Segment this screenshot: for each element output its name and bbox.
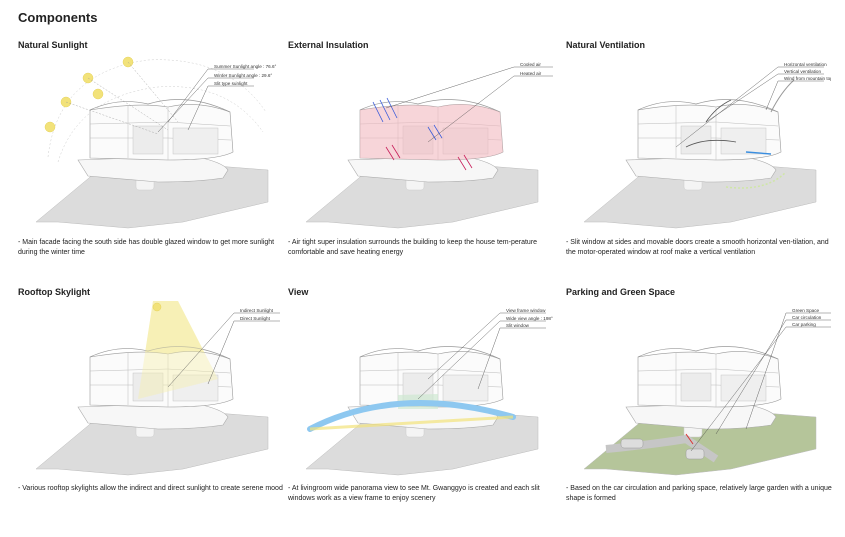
panel-title: Parking and Green Space (566, 287, 676, 297)
interior-room (720, 374, 767, 402)
panel-description: - Air tight super insulation surrounds t… (288, 239, 538, 256)
panel-description: - At livingroom wide panorama view to se… (288, 485, 540, 502)
roof-line (89, 99, 231, 113)
leader-line (207, 320, 235, 385)
leader-line (385, 66, 515, 109)
annotation-label: Slit window (506, 323, 530, 328)
mountain-wind-arrow (770, 79, 795, 113)
sun-arc (57, 86, 264, 163)
interior-room (132, 125, 164, 155)
leader-line (167, 312, 235, 388)
leader-line (765, 80, 779, 111)
sun-icon (152, 302, 162, 312)
ventilation-arrow (705, 99, 732, 123)
annotation-label: Winter Sunlight angle : 29.6° (214, 73, 272, 78)
roof-line (637, 99, 779, 113)
ventilation-arrow (685, 139, 737, 148)
sun-icon (44, 121, 56, 133)
roof-line (637, 346, 779, 360)
car-icon (685, 448, 705, 460)
panel-title: Natural Ventilation (566, 40, 646, 50)
facade-lines (359, 352, 502, 407)
panel-description: - Main facade facing the south side has … (18, 239, 275, 256)
annotation-label: Summer Sunlight angle : 76.6° (214, 64, 277, 69)
interior-room (172, 127, 219, 155)
annotation-label: Wind from mountain top (784, 76, 831, 81)
lower-slab (347, 155, 499, 183)
interior-room (172, 374, 219, 402)
interior-room (132, 372, 164, 402)
interior-room (442, 374, 489, 402)
annotation-label: Slit type sunlight (214, 81, 248, 86)
interior-room (680, 125, 712, 155)
roof-line (359, 346, 501, 360)
annotation-label: Vertical ventilation (784, 69, 821, 74)
leader-line (427, 312, 501, 380)
annotation-label: Indirect Sunlight (240, 308, 274, 313)
leader-line (427, 75, 515, 143)
panel-natural-sunlight: Natural Sunlight Summer Sunlight angle :… (18, 40, 288, 290)
annotation-label: Direct Sunlight (240, 316, 271, 321)
wind-arrow (745, 151, 772, 155)
natural-sunlight-diagram: Summer Sunlight angle : 76.6° Winter Sunl… (35, 56, 277, 229)
skylight-beam-overlay (138, 301, 218, 399)
interior-room (680, 372, 712, 402)
roof-line (89, 346, 231, 360)
panorama-view-arc (307, 400, 516, 432)
leader-line (167, 68, 209, 123)
annotation-label: Horizontal ventilation (784, 62, 827, 67)
cooled-air-arrows (427, 124, 443, 141)
leader-line (715, 319, 787, 435)
leader-line (690, 326, 787, 452)
leader-line (745, 312, 787, 430)
panel-description: - Slit window at sides and movable doors… (566, 239, 829, 256)
annotation-label: Car circulation (792, 315, 822, 320)
panel-title: View (288, 287, 309, 297)
lower-slab (77, 402, 229, 430)
lower-slab (625, 155, 777, 183)
heated-air-arrows (385, 144, 473, 171)
leader-line (477, 327, 501, 390)
leader-line (705, 73, 779, 123)
facade-lines (89, 352, 232, 407)
leader-line (157, 77, 209, 133)
panel-title: Rooftop Skylight (18, 287, 90, 297)
driveway (605, 434, 719, 463)
facade-lines (637, 352, 780, 407)
lower-slab (625, 402, 777, 430)
leader-line (187, 85, 209, 131)
panel-title: Natural Sunlight (18, 40, 88, 50)
annotation-label: Green Space (792, 308, 820, 313)
leader-line (417, 320, 501, 400)
lower-slab (77, 155, 229, 183)
panel-description: - Based on the car circulation and parki… (566, 485, 832, 502)
sun-icon (92, 88, 104, 100)
page-title: Components (18, 10, 98, 25)
car-circulation-arrow (685, 433, 694, 445)
leader-line (675, 66, 779, 148)
view-angle-fan (309, 415, 514, 431)
annotation-label: Cooled air (520, 62, 541, 67)
car-icon (620, 438, 644, 449)
sun-rays (65, 61, 179, 135)
annotation-label: Heated air (520, 71, 542, 76)
panel-natural-ventilation: Natural Ventilation Horizontal ventilati… (566, 40, 836, 290)
annotation-label: Car parking (792, 322, 816, 327)
annotation-label: View frame window (506, 308, 546, 313)
facade-lines (637, 105, 780, 160)
panel-title: External Insulation (288, 40, 369, 50)
annotation-label: Wide view angle : 198° (506, 316, 553, 321)
cooled-air-arrows (372, 97, 398, 123)
sun-arc (47, 59, 267, 158)
panel-description: - Various rooftop skylights allow the in… (18, 485, 283, 492)
